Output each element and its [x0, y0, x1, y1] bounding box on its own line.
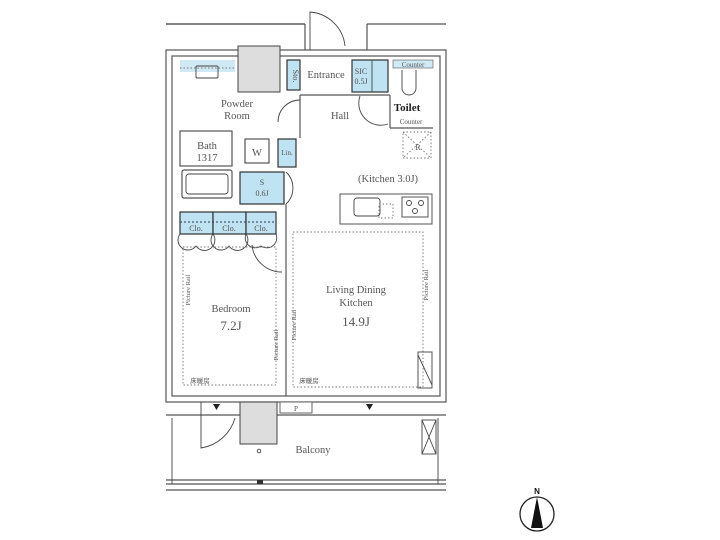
- hall-label: Hall: [331, 111, 349, 122]
- sic-size: 0.5J: [354, 77, 367, 86]
- stove: [401, 196, 429, 218]
- washer-space: [244, 138, 270, 164]
- kitchen-sink: [353, 197, 381, 217]
- floor-heating-label-1: 床暖房: [190, 376, 210, 385]
- sink: [195, 65, 219, 79]
- toilet-counter-top: [392, 59, 434, 69]
- closet-3-label: Clo.: [254, 224, 268, 233]
- floor-heating-label-2: 床暖房: [299, 376, 319, 385]
- kitchen-label: (Kitchen 3.0J): [358, 174, 419, 185]
- linen-closet: [277, 138, 297, 168]
- storage-s-size: 0.6J: [255, 189, 268, 198]
- exterior-walls: [165, 23, 447, 491]
- entrance-door: [309, 11, 346, 50]
- pipe-space: [279, 401, 313, 414]
- linen-label: Lin.: [281, 149, 293, 157]
- pipe-space-label: P: [294, 405, 298, 413]
- bath-label: Bath: [197, 141, 218, 152]
- ldk-picture-rail: [292, 231, 424, 388]
- powder-room-label: Powder: [221, 99, 254, 110]
- picture-rail-label-2: Picture Rail: [273, 329, 280, 360]
- storage-sto: [286, 59, 301, 91]
- shoe-in-closet: [351, 59, 389, 93]
- picture-rail-label-3: Picture Rail: [291, 309, 298, 340]
- ldk-size: 14.9J: [342, 314, 370, 329]
- bath-size: 1317: [197, 153, 218, 164]
- bedroom-label: Bedroom: [211, 304, 250, 315]
- sic-label: SIC: [355, 67, 367, 76]
- balcony-label: Balcony: [296, 445, 332, 456]
- bedroom-picture-rail: [182, 246, 277, 386]
- window-marker-2: [366, 404, 373, 410]
- toilet-label: Toilet: [394, 102, 421, 114]
- bath-area: [179, 130, 233, 167]
- window-marker-1: [213, 404, 220, 410]
- storage-s: [239, 171, 285, 205]
- bedroom-size: 7.2J: [220, 318, 241, 333]
- picture-rail-label-1: Picture Rail: [185, 274, 192, 305]
- closets: Clo. Clo. Clo.: [177, 211, 278, 251]
- ldk-label-2: Kitchen: [339, 298, 373, 309]
- outdoor-unit: [239, 401, 278, 445]
- toilet-counter-label: Counter: [400, 118, 423, 126]
- powder-room-label-2: Room: [224, 111, 250, 122]
- ldk-storage: [417, 351, 433, 389]
- closet-2-label: Clo.: [222, 224, 236, 233]
- north-compass-icon: N: [519, 487, 555, 532]
- entrance-label: Entrance: [307, 70, 345, 81]
- counter-top-label: Counter: [402, 61, 425, 69]
- washer-label: W: [252, 148, 262, 159]
- bathtub: [181, 169, 233, 199]
- compass-north-label: N: [534, 487, 540, 496]
- ldk-label: Living Dining: [326, 285, 387, 296]
- sto-label: Sto.: [291, 70, 300, 83]
- storage-s-label: S: [260, 178, 264, 187]
- toilet-bowl: [401, 70, 417, 96]
- kitchen-counter: [339, 193, 433, 225]
- pipe-shaft: [237, 45, 281, 93]
- refrigerator-label: R: [415, 143, 421, 152]
- picture-rail-label-4: Picture Rail: [423, 269, 430, 300]
- closet-1-label: Clo.: [189, 224, 203, 233]
- refrigerator-space: [402, 131, 432, 159]
- evacuation-hatch: [421, 419, 437, 455]
